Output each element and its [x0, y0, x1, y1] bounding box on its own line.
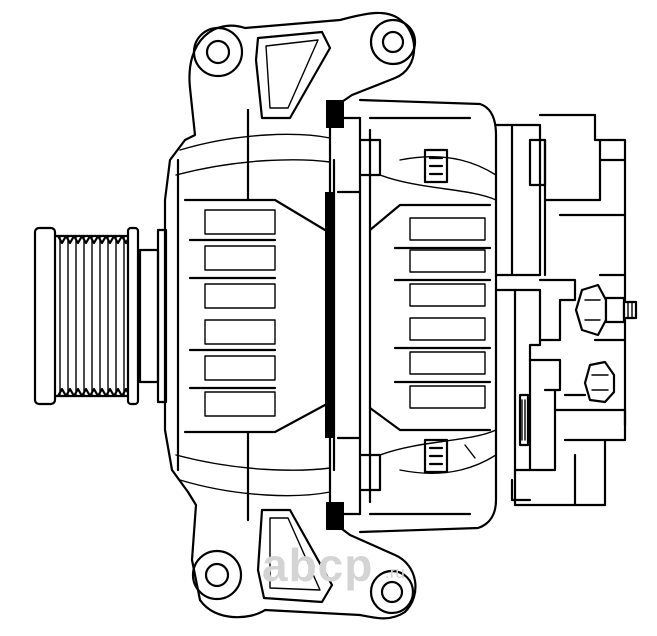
regulator-assembly	[494, 113, 627, 507]
front-housing	[163, 86, 331, 602]
b-plus-terminal-nut	[574, 283, 638, 337]
front-cooling-fins	[188, 209, 277, 417]
drive-pulley	[33, 226, 168, 406]
rear-cooling-fins	[368, 203, 492, 432]
rear-housing-bolts	[423, 148, 476, 474]
stator-ring	[325, 100, 362, 530]
watermark-brand: abcp	[262, 539, 374, 591]
bottom-mounting-ear	[191, 508, 417, 620]
watermark-tld: .ru	[385, 563, 405, 582]
top-mounting-ear	[188, 11, 417, 120]
d-plus-terminal-nut	[563, 360, 616, 404]
rear-housing	[358, 98, 498, 534]
